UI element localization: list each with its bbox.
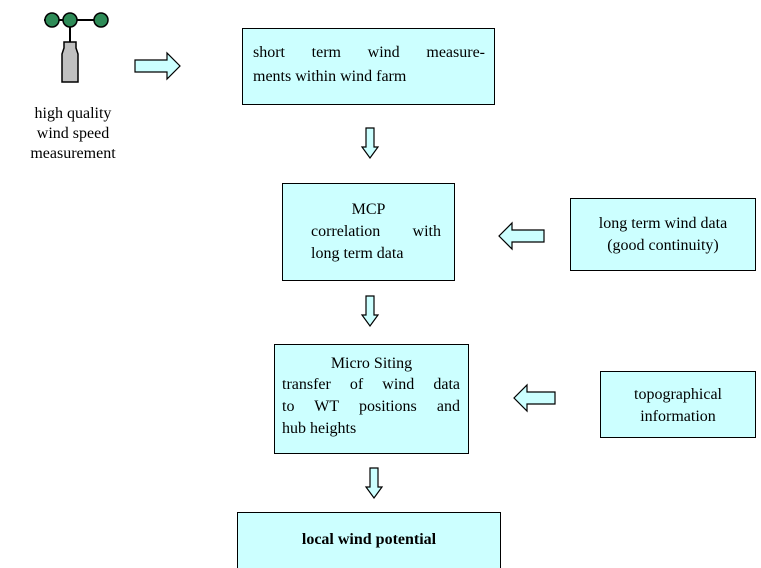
arrow-down-icon: [360, 295, 380, 328]
topographical-line-2: information: [640, 408, 716, 425]
long-term-line-2: (good continuity): [607, 237, 719, 254]
arrow-left-icon: [513, 383, 556, 413]
short-term-measurements-box: short term wind measure- ments within wi…: [242, 28, 495, 105]
mcp-line-2: correlation with: [311, 223, 441, 240]
mcp-line-3: long term data: [311, 245, 404, 262]
arrow-down-icon: [360, 127, 380, 160]
micro-siting-line-4: hub heights: [282, 420, 357, 437]
arrow-right-icon: [134, 51, 181, 81]
caption-line-2: wind speed: [36, 125, 110, 142]
long-term-line-1: long term wind data: [598, 215, 728, 232]
local-wind-potential-label: local wind potential: [301, 531, 437, 548]
anemometer-caption: high quality wind speed measurement: [18, 104, 128, 164]
mcp-box: MCP correlation with long term data: [282, 183, 455, 281]
short-term-line-2: ments within wind farm: [253, 68, 407, 85]
caption-line-1: high quality: [34, 105, 112, 122]
topographical-info-box: topographical information: [600, 371, 756, 438]
micro-siting-line-1: Micro Siting: [330, 355, 413, 372]
anemometer-icon: [44, 12, 109, 83]
short-term-line-1: short term wind measure-: [253, 44, 485, 61]
topographical-line-1: topographical: [634, 386, 722, 403]
long-term-data-box: long term wind data (good continuity): [570, 198, 756, 271]
micro-siting-box: Micro Siting transfer of wind data to WT…: [274, 344, 469, 454]
local-wind-potential-box: local wind potential: [237, 512, 501, 568]
caption-line-3: measurement: [30, 145, 116, 162]
arrow-left-icon: [498, 221, 545, 251]
arrow-down-icon: [364, 467, 384, 500]
micro-siting-line-3: to WT positions and: [282, 398, 460, 415]
mcp-line-1: MCP: [351, 201, 386, 218]
micro-siting-line-2: transfer of wind data: [282, 376, 460, 393]
